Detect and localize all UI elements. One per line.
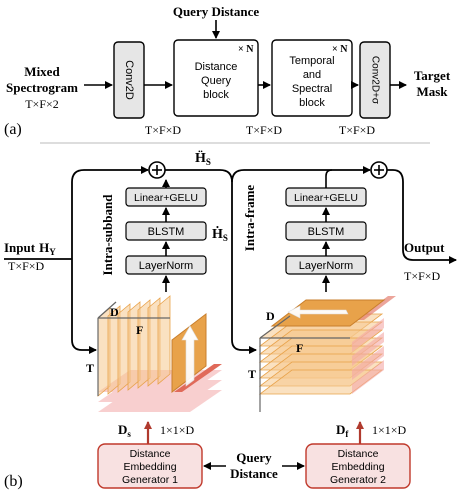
dq-line-3: block xyxy=(203,89,229,101)
conv2d-label: Conv2D xyxy=(123,60,135,100)
slice-7 xyxy=(157,295,171,385)
target-mask-label-2: Mask xyxy=(416,84,448,99)
red-side-2 xyxy=(352,332,384,366)
intra-subband-label: Intra-subband xyxy=(100,194,115,276)
dims-after-dq: T×F×D xyxy=(246,123,283,137)
dq-line-1: Distance xyxy=(195,61,238,73)
layernorm-label-1: LayerNorm xyxy=(139,260,193,272)
residual-path-1 xyxy=(71,166,149,259)
axis-f-1: F xyxy=(136,323,143,337)
mixed-spectrogram-label-2: Spectrogram xyxy=(6,80,78,95)
linear-gelu-label-2: Linear+GELU xyxy=(294,192,358,204)
blstm-label-2: BLSTM xyxy=(308,226,345,238)
ts-line-1: Temporal xyxy=(289,55,334,67)
hidden-path xyxy=(232,170,376,178)
gen1-line-1: Distance xyxy=(130,448,171,460)
gen1-line-3: Generator 1 xyxy=(122,474,178,486)
h-dot-label: ḢS xyxy=(212,225,228,243)
ts-line-2: and xyxy=(303,69,321,81)
ts-line-3: Spectral xyxy=(292,83,332,95)
layernorm-label-2: LayerNorm xyxy=(299,260,353,272)
tensor-subband: D F T xyxy=(86,295,222,412)
input-to-tensor-1 xyxy=(71,259,97,354)
query-distance-b-2: Distance xyxy=(230,466,278,481)
scan-arrow-2 xyxy=(287,305,349,319)
gen2-line-3: Generator 2 xyxy=(330,474,386,486)
axis-d-line-2 xyxy=(259,315,291,339)
axis-d-line-1 xyxy=(97,301,117,319)
conv2d-block xyxy=(113,41,145,119)
panel-b-label: (b) xyxy=(4,473,23,490)
axis-t-2: T xyxy=(248,367,256,381)
output-dims: T×F×D xyxy=(404,269,441,283)
gen2-line-1: Distance xyxy=(338,448,379,460)
tensor-frame: D F T xyxy=(248,296,396,412)
panel-a-label: (a) xyxy=(4,121,22,138)
residual-path-2 xyxy=(231,166,371,183)
ts-times-n: × N xyxy=(332,44,348,55)
gen1-line-2: Embedding xyxy=(123,461,176,473)
distance-query-block xyxy=(173,39,259,117)
dims-after-conv: T×F×D xyxy=(145,123,182,137)
linear-gelu-label-1: Linear+GELU xyxy=(134,192,198,204)
gen2-line-2: Embedding xyxy=(331,461,384,473)
axis-d-2: D xyxy=(266,309,275,323)
ds-label: Ds xyxy=(118,422,131,439)
red-side-1 xyxy=(352,318,384,352)
red-side-4 xyxy=(352,360,384,394)
distance-embedding-generator-1 xyxy=(97,443,203,489)
input-dims: T×F×2 xyxy=(25,97,59,111)
conv2d-sigmoid-block xyxy=(359,41,391,119)
axis-f-2: F xyxy=(296,341,303,355)
ds-dims: 1×1×D xyxy=(160,423,195,437)
df-label: Df xyxy=(336,422,349,439)
mixed-spectrogram-label-1: Mixed xyxy=(24,64,60,79)
query-distance-top-label: Query Distance xyxy=(173,4,260,19)
target-mask-label-1: Target xyxy=(414,68,451,83)
axis-d-1: D xyxy=(110,305,119,319)
output-label: Output xyxy=(404,240,445,255)
output-path xyxy=(387,169,457,264)
dq-times-n: × N xyxy=(238,44,254,55)
scan-arrow-1 xyxy=(181,325,199,387)
dq-line-2: Query xyxy=(201,75,231,87)
conv2d-sigmoid-label: Conv2D+σ xyxy=(369,56,380,105)
df-dims: 1×1×D xyxy=(372,423,407,437)
h-ddot-label: ḦS xyxy=(195,150,211,167)
path-to-tensor-2 xyxy=(165,169,257,354)
intra-frame-label: Intra-frame xyxy=(242,185,257,252)
red-plate-3 xyxy=(98,390,222,412)
query-distance-b-1: Query xyxy=(236,450,272,465)
axis-t-1: T xyxy=(86,361,94,375)
temporal-spectral-block xyxy=(271,39,353,117)
blstm-label-1: BLSTM xyxy=(148,226,185,238)
red-side-3 xyxy=(352,346,384,380)
panel-a: Query Distance Mixed Spectrogram T×F×2 C… xyxy=(4,4,451,138)
input-dims-b: T×F×D xyxy=(8,259,45,273)
distance-embedding-generator-2 xyxy=(305,443,411,489)
ts-line-4: block xyxy=(299,97,325,109)
arrow-lin-to-sum-2 xyxy=(325,169,333,188)
dims-after-ts: T×F×D xyxy=(339,123,376,137)
